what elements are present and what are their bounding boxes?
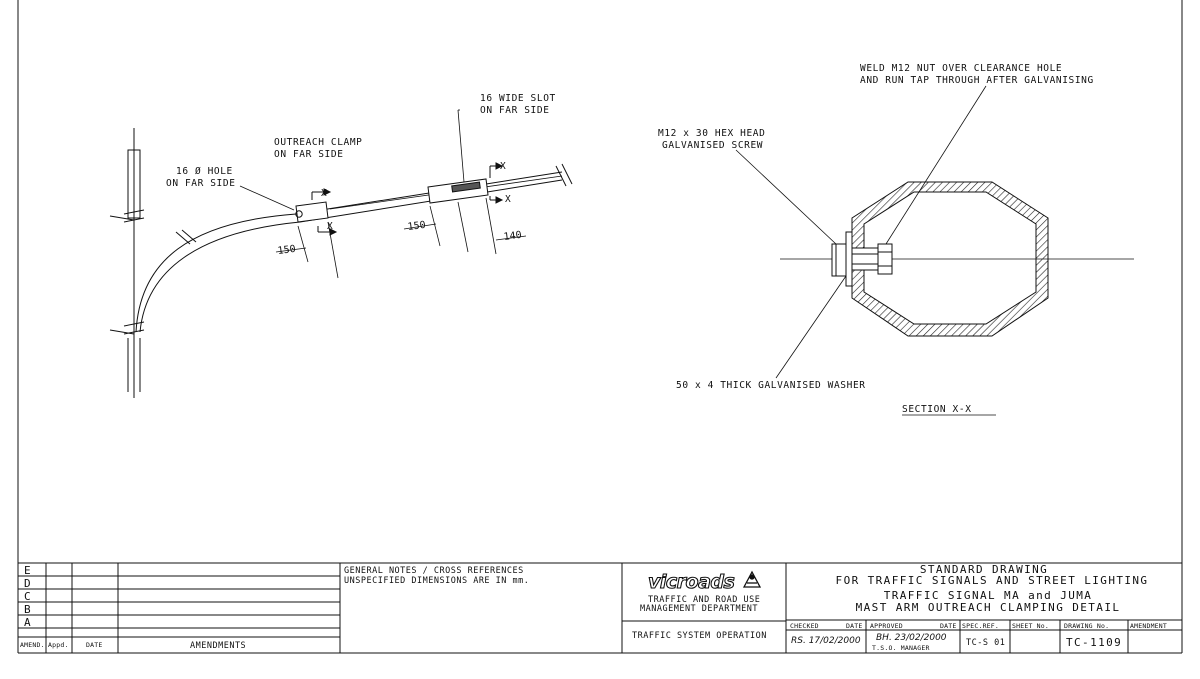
division-label: TRAFFIC SYSTEM OPERATION: [632, 631, 767, 641]
sheet-no-header: SHEET No.: [1012, 622, 1049, 630]
weld-note-line1: WELD M12 NUT OVER CLEARANCE HOLE: [860, 63, 1062, 74]
slot-marker: [451, 181, 481, 193]
date-header: DATE: [86, 641, 102, 649]
title-line3: TRAFFIC SIGNAL MA and JUMA: [884, 589, 1093, 602]
hole-marker: [295, 210, 303, 218]
pole: [109, 128, 145, 398]
clamp-label-line1: OUTREACH CLAMP: [274, 137, 362, 148]
section-mark-3: X: [500, 161, 506, 172]
outreach-clamp: [295, 201, 329, 223]
logo-emblem-icon: [742, 570, 762, 588]
amend-header: AMEND.: [20, 641, 45, 649]
hole-label-line2: ON FAR SIDE: [166, 178, 236, 189]
approved-value: BH. 23/02/2000: [876, 633, 947, 643]
slot-label-line2: ON FAR SIDE: [480, 105, 550, 116]
mast-arm: [135, 163, 573, 333]
spec-ref-header: SPEC.REF.: [962, 622, 999, 630]
screw-note-line1: M12 x 30 HEX HEAD: [658, 128, 765, 139]
general-notes-line1: GENERAL NOTES / CROSS REFERENCES: [344, 566, 524, 576]
revision-e: E: [24, 564, 31, 577]
department-line1: TRAFFIC AND ROAD USE: [648, 595, 760, 605]
checked-header: CHECKED: [790, 622, 819, 630]
section-mark-2: X: [327, 221, 333, 232]
slot-label-line1: 16 WIDE SLOT: [480, 93, 556, 104]
section-view: [735, 85, 1134, 416]
dimension-150-b: 150: [407, 220, 426, 233]
approved-date-header: DATE: [940, 622, 956, 630]
bolt-assembly: [831, 231, 893, 287]
amendments-header: AMENDMENTS: [190, 641, 246, 651]
leader-lines: [239, 109, 465, 211]
appd-header: Appd.: [48, 641, 69, 649]
department-line2: MANAGEMENT DEPARTMENT: [640, 604, 758, 614]
slotted-clamp: [427, 178, 489, 204]
approved-header: APPROVED: [870, 622, 903, 630]
sheet-border: [17, 0, 1183, 654]
drawing-no-value: TC-1109: [1066, 636, 1122, 649]
dimension-lines: [275, 197, 527, 279]
amendment-header: AMENDMENT: [1130, 622, 1167, 630]
dimension-150-a: 150: [277, 244, 296, 257]
revision-c: C: [24, 590, 31, 603]
revision-a: A: [24, 616, 31, 629]
revision-d: D: [24, 577, 31, 590]
washer-note: 50 x 4 THICK GALVANISED WASHER: [676, 380, 866, 391]
screw-note-line2: GALVANISED SCREW: [662, 140, 763, 151]
approved-role: T.S.O. MANAGER: [872, 644, 930, 652]
section-mark-4: X: [505, 194, 511, 205]
general-notes-line2: UNSPECIFIED DIMENSIONS ARE IN mm.: [344, 576, 529, 586]
mast-arm-elevation: [109, 109, 573, 398]
clamp-label-line2: ON FAR SIDE: [274, 149, 344, 160]
section-mark-1: X: [321, 188, 327, 199]
checked-date-header: DATE: [846, 622, 862, 630]
dimension-140: 140: [503, 230, 522, 243]
title-line4: MAST ARM OUTREACH CLAMPING DETAIL: [856, 601, 1121, 614]
spec-ref-value: TC-S 01: [966, 638, 1005, 648]
drawing-no-header: DRAWING No.: [1064, 622, 1109, 630]
hole-label-line1: 16 Ø HOLE: [176, 166, 233, 177]
weld-note-line2: AND RUN TAP THROUGH AFTER GALVANISING: [860, 75, 1094, 86]
title-line1: STANDARD DRAWING: [920, 563, 1048, 576]
section-title: SECTION X-X: [902, 404, 972, 415]
checked-value: RS. 17/02/2000: [791, 636, 861, 646]
title-block-frame: [18, 562, 1182, 653]
vicroads-logo: vicroads: [647, 570, 762, 594]
revision-b: B: [24, 603, 31, 616]
logo-text: vicroads: [648, 571, 735, 593]
title-line2: FOR TRAFFIC SIGNALS AND STREET LIGHTING: [836, 574, 1149, 587]
section-leaders: [735, 85, 987, 379]
